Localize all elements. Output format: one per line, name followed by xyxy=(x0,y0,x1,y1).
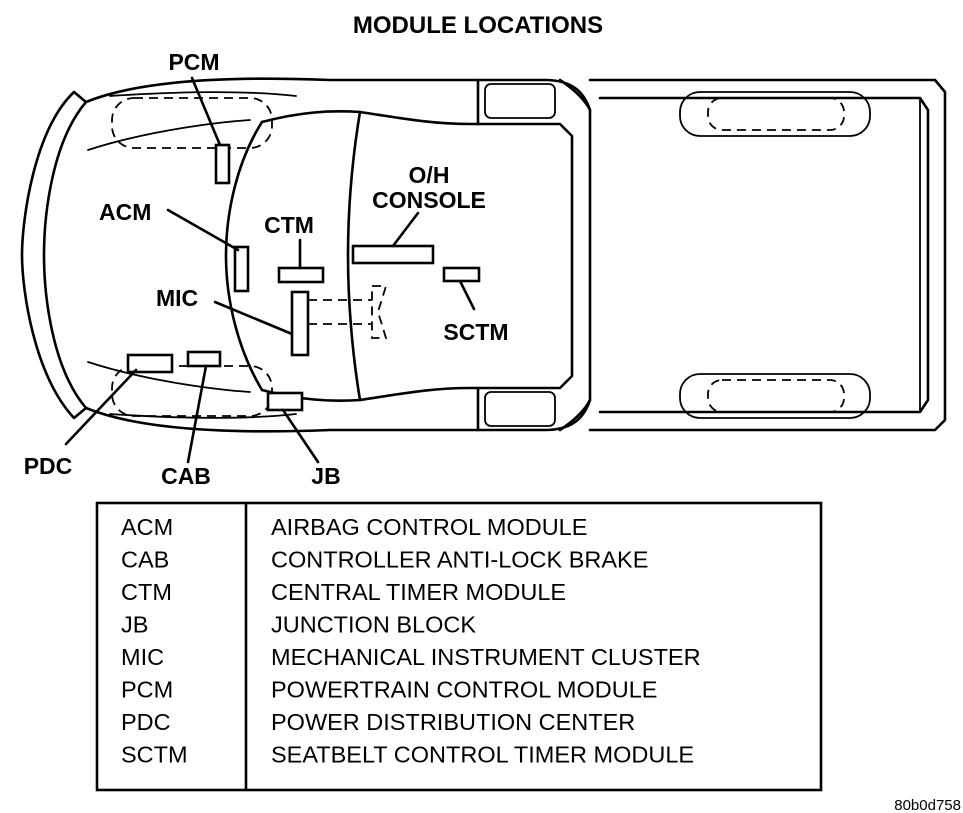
door-detail-top xyxy=(484,83,556,119)
rear-wheel-top-dashed xyxy=(707,97,845,131)
legend-code: ACM xyxy=(121,514,173,540)
mic-label: MIC xyxy=(156,285,198,311)
oh-console-label-line1: O/H xyxy=(409,162,450,188)
legend-code: JB xyxy=(121,612,148,638)
legend-description: CENTRAL TIMER MODULE xyxy=(271,579,566,605)
sctm-leader xyxy=(458,279,476,311)
legend-table: ACM AIRBAG CONTROL MODULE CAB CONTROLLER AN… xyxy=(95,501,823,792)
rear-window-line xyxy=(346,110,362,402)
legend-description: MECHANICAL INSTRUMENT CLUSTER xyxy=(271,644,701,670)
ctm-module xyxy=(277,266,325,284)
acm-leader xyxy=(166,208,240,252)
jb-module xyxy=(266,391,304,412)
reference-number: 80b0d758 xyxy=(894,797,961,813)
sctm-label: SCTM xyxy=(443,319,508,345)
steering-column xyxy=(308,285,388,339)
hood-line xyxy=(87,119,251,393)
legend-code: PDC xyxy=(121,709,171,735)
cab-module xyxy=(186,350,222,368)
front-wheel-bottom xyxy=(111,365,273,417)
jb-label: JB xyxy=(311,463,340,489)
cab-roof-edge xyxy=(358,110,574,402)
diagram-title: MODULE LOCATIONS xyxy=(353,12,603,39)
modules xyxy=(126,143,481,412)
oh-console-leader xyxy=(391,211,420,248)
pcm-leader xyxy=(190,76,222,147)
rear-wheel-bottom-dashed xyxy=(707,379,845,413)
windshield-sides xyxy=(260,110,362,402)
pdc-module xyxy=(126,353,174,374)
ctm-label: CTM xyxy=(264,212,314,238)
legend-code: MIC xyxy=(121,644,164,670)
legend-code: CAB xyxy=(121,547,169,573)
acm-module xyxy=(233,245,250,293)
front-wheel-top xyxy=(111,97,273,149)
oh-console-label-line2: CONSOLE xyxy=(372,187,486,213)
vehicle-outline xyxy=(20,77,592,433)
legend-code: CTM xyxy=(121,579,172,605)
windshield-base xyxy=(224,120,264,392)
legend-description: AIRBAG CONTROL MODULE xyxy=(271,514,587,540)
jb-leader xyxy=(281,408,320,464)
legend-code: SCTM xyxy=(121,742,188,768)
cab-body xyxy=(84,77,592,433)
front-bumper xyxy=(20,90,88,420)
fender-bottom xyxy=(109,413,297,419)
rear-wheel-arch-top xyxy=(679,91,871,137)
legend-description: JUNCTION BLOCK xyxy=(271,612,476,638)
acm-label: ACM xyxy=(99,199,151,225)
pcm-label: PCM xyxy=(168,49,219,75)
bed-outer xyxy=(588,78,947,432)
bed-inner xyxy=(598,96,930,414)
mic-leader xyxy=(213,300,294,336)
legend-rows: ACM AIRBAG CONTROL MODULE CAB CONTROLLER AN… xyxy=(121,514,701,768)
door-detail-bottom xyxy=(484,391,556,427)
legend-description: SEATBELT CONTROL TIMER MODULE xyxy=(271,742,694,768)
oh-console-module xyxy=(351,244,435,265)
legend-description: POWER DISTRIBUTION CENTER xyxy=(271,709,635,735)
door-details xyxy=(484,83,556,427)
callout-labels: PCM ACM CTM O/H CONSOLE MIC SCTM PDC CAB… xyxy=(24,49,509,489)
mic-module xyxy=(290,290,310,357)
leader-lines xyxy=(64,76,476,464)
cab-rear-corners xyxy=(558,78,592,432)
pdc-leader xyxy=(64,368,138,446)
front-wheels xyxy=(111,97,273,417)
rear-wheel-arch-bottom xyxy=(679,373,871,419)
fender-top xyxy=(109,91,297,97)
legend-description: POWERTRAIN CONTROL MODULE xyxy=(271,677,657,703)
cab-label: CAB xyxy=(161,463,211,489)
pickup-bed xyxy=(588,78,947,432)
legend-description: CONTROLLER ANTI-LOCK BRAKE xyxy=(271,547,648,573)
legend-border xyxy=(95,501,823,792)
legend-code: PCM xyxy=(121,677,173,703)
cab-leader xyxy=(186,364,208,464)
pcm-module xyxy=(214,143,231,185)
pdc-label: PDC xyxy=(24,453,73,479)
sctm-module xyxy=(442,266,481,283)
